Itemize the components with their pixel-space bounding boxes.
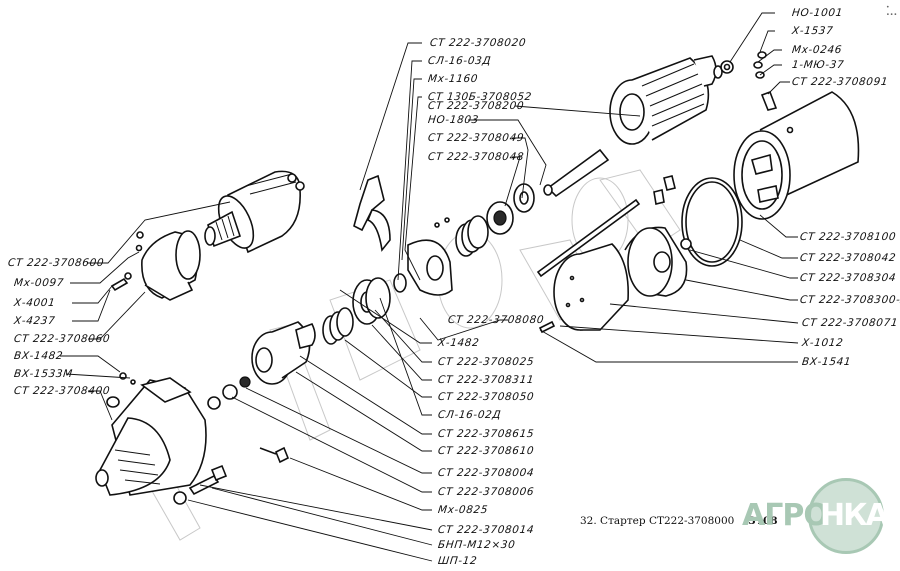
terminal-hardware xyxy=(753,51,778,111)
part-label: Х-1012 xyxy=(801,337,844,349)
part-label: СТ 222-3708042 xyxy=(799,252,897,264)
part-label: ВХ-1541 xyxy=(801,356,852,368)
part-label: СТ 222-3708080 xyxy=(447,314,545,326)
part-label: СТ 222-3708091 xyxy=(791,76,889,88)
part-label: СТ 222-3708304 xyxy=(799,272,897,284)
part-label: СТ 222-3708300-А xyxy=(799,294,900,306)
part-label: СТ 222-3708048 xyxy=(427,151,525,163)
leader-lines xyxy=(60,12,799,562)
part-label: Х-1482 xyxy=(437,337,480,349)
part-label: ВХ-1482 xyxy=(13,350,64,362)
part-label: СТ 222-3708600 xyxy=(7,257,105,269)
part-label: Мх-1160 xyxy=(427,73,479,85)
part-label: СТ 222-3708014 xyxy=(437,524,535,536)
agronka-logo: АГРО НКА xyxy=(742,478,889,558)
pinion-drive xyxy=(251,321,316,385)
part-label: СТ 222-3708025 xyxy=(437,356,535,368)
drive-end-housing xyxy=(95,372,207,496)
part-label: СТ 222-3708006 xyxy=(437,486,535,498)
part-label: Х-1537 xyxy=(791,25,834,37)
part-label: ШП-12 xyxy=(437,555,478,567)
part-label: СТ 222-3708050 xyxy=(437,391,535,403)
part-label: СТ 222-3708049 xyxy=(427,132,525,144)
part-label: БНП-М12×30 xyxy=(437,539,517,551)
logo-text-left: АГРО xyxy=(742,498,829,533)
part-label: НО-1803 xyxy=(427,114,480,126)
intermediate-plate xyxy=(407,239,453,296)
part-label: НО-1001 xyxy=(791,7,844,19)
part-label: СЛ-16-03Д xyxy=(427,55,492,67)
part-label: Х-4237 xyxy=(13,315,56,327)
commutator-end-cap xyxy=(624,175,692,297)
part-label: СТ 222-3708060 xyxy=(13,333,111,345)
shift-lever xyxy=(353,174,450,252)
part-label: СТ 222-3708004 xyxy=(437,467,535,479)
part-label: Мх-0246 xyxy=(791,44,843,56)
stator-housing xyxy=(733,91,860,220)
part-label: СТ 222-3708020 xyxy=(429,37,527,49)
figure-caption: 32. Стартер СТ222-3708000 3708 xyxy=(580,515,778,527)
armature xyxy=(543,55,734,198)
part-label: СЛ-16-02Д xyxy=(437,409,502,421)
part-label: СТ 222-3708610 xyxy=(437,445,535,457)
part-label: СТ 222-3708400 xyxy=(13,385,111,397)
solenoid-relay xyxy=(204,170,305,254)
part-label: Х-4001 xyxy=(13,297,56,309)
part-label: Мх-0825 xyxy=(437,504,489,516)
spring-and-collar xyxy=(455,183,535,257)
seal-ring-inner xyxy=(685,181,739,263)
part-label: ВХ-1533М xyxy=(13,368,74,380)
caption-text: 32. Стартер СТ222-3708000 xyxy=(580,515,735,527)
end-cover xyxy=(538,243,629,334)
part-label: СТ 222-3708100 xyxy=(799,231,897,243)
through-bolt xyxy=(536,198,641,278)
part-label: СТ 222-3708200 xyxy=(427,100,525,112)
logo-text-right: НКА xyxy=(820,498,889,533)
part-label: 1-МЮ-37 xyxy=(791,59,845,71)
part-label: Мх-0097 xyxy=(13,277,65,289)
part-label: СТ 222-3708071 xyxy=(801,317,899,329)
page-number: 3708 xyxy=(748,515,778,527)
corner-mark: • ∙∙∙ xyxy=(886,4,898,18)
washers-and-rings xyxy=(173,273,407,505)
part-label: СТ 222-3708615 xyxy=(437,428,535,440)
solenoid-cover xyxy=(110,230,201,301)
logo-circle xyxy=(808,478,884,554)
part-label: СТ 222-3708311 xyxy=(437,374,535,386)
